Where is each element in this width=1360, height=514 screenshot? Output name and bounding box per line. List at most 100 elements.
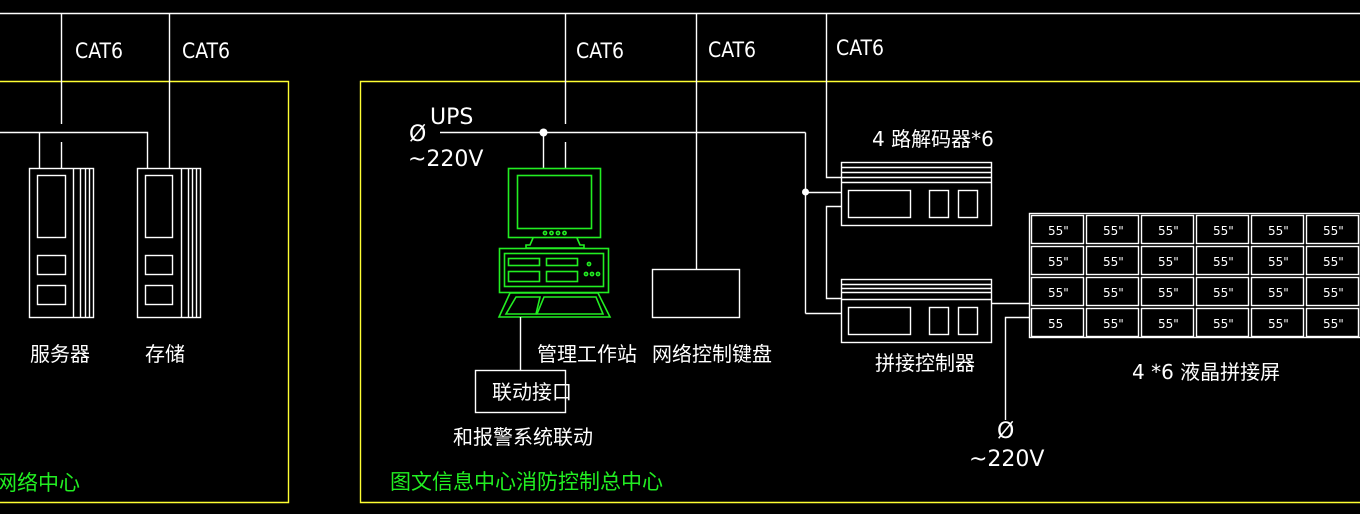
storage-label: 存储 [145, 342, 185, 366]
video-wall-panel-border [1085, 307, 1140, 338]
decoder-label: 4 路解码器*6 [872, 127, 994, 151]
network-keyboard-box[interactable] [651, 268, 741, 319]
video-wall-panel-size: 55" [1158, 286, 1179, 300]
video-wall-panel-border [1140, 276, 1195, 307]
video-wall-panel-border [1305, 214, 1360, 245]
workstation-label: 管理工作站 [537, 342, 637, 366]
video-wall-panel[interactable]: 55" [1305, 245, 1360, 276]
video-wall-panel-size: 55" [1048, 255, 1069, 269]
video-wall-panel-border [1030, 307, 1085, 338]
video-wall-panel-size: 55" [1268, 255, 1289, 269]
video-wall-panel-border [1250, 214, 1305, 245]
video-wall-panel-size: 55" [1323, 286, 1344, 300]
server-icon[interactable] [28, 167, 95, 319]
cat6-label-3: CAT6 [576, 39, 624, 63]
video-wall-panel-size: 55" [1213, 255, 1234, 269]
video-wall-panel-size: 55" [1048, 224, 1069, 238]
power-in-voltage: ~220V [408, 147, 483, 172]
video-wall-panel[interactable]: 55" [1140, 214, 1195, 245]
video-wall-panel[interactable]: 55" [1305, 276, 1360, 307]
linkage-interface-box[interactable] [474, 369, 567, 414]
video-wall-panel[interactable]: 55" [1085, 245, 1140, 276]
video-wall-panel-border [1030, 245, 1085, 276]
linkage-interface-label: 联动接口 [492, 380, 572, 404]
video-wall-panel[interactable]: 55" [1140, 307, 1195, 338]
network-center-area-border [0, 80, 290, 504]
video-wall-panel[interactable]: 55" [1140, 245, 1195, 276]
server-power-bus [0, 131, 149, 168]
video-wall-panel[interactable]: 55" [1195, 276, 1250, 307]
cat6-label-2: CAT6 [182, 39, 230, 63]
video-wall-panel-size: 55" [1323, 224, 1344, 238]
video-wall-panel-border [1085, 245, 1140, 276]
video-wall-panel[interactable]: 55" [1305, 307, 1360, 338]
cat6-label-5: CAT6 [836, 36, 884, 60]
video-wall-panel-size: 55" [1213, 286, 1234, 300]
video-wall-panel[interactable]: 55" [1085, 276, 1140, 307]
decoder-link-wire [825, 176, 841, 179]
video-wall-panel-size: 55" [1213, 317, 1234, 331]
video-wall-panel-size: 55 [1048, 317, 1063, 331]
video-wall-panel-border [1085, 214, 1140, 245]
video-wall-panel[interactable]: 55" [1030, 214, 1085, 245]
video-wall-panel-border [1030, 276, 1085, 307]
video-wall-panel-size: 55" [1323, 317, 1344, 331]
video-wall-panel[interactable]: 55" [1085, 214, 1140, 245]
video-wall-panel-border [1305, 307, 1360, 338]
video-wall-panel[interactable]: 55" [1030, 276, 1085, 307]
video-wall-panel-border [1030, 214, 1085, 245]
video-wall-panel-size: 55" [1103, 286, 1124, 300]
video-wall-panel-size: 55" [1213, 224, 1234, 238]
video-wall-label: 4 *6 液晶拼接屏 [1132, 360, 1280, 384]
video-wall-panel-size: 55" [1158, 317, 1179, 331]
video-wall-panel[interactable]: 55 [1030, 307, 1085, 338]
video-wall-panel-border [1195, 245, 1250, 276]
video-wall-panel-border [1250, 276, 1305, 307]
video-wall-panel[interactable]: 55" [1030, 245, 1085, 276]
decoder-icon[interactable] [840, 161, 993, 227]
video-wall-panel-border [1195, 214, 1250, 245]
video-wall-panel[interactable]: 55" [1140, 276, 1195, 307]
wall-power-wire [1004, 316, 1030, 420]
video-wall-panel[interactable]: 55" [1085, 307, 1140, 338]
video-wall-panel[interactable]: 55" [1195, 214, 1250, 245]
video-wall-panel-border [1250, 307, 1305, 338]
video-wall-panel-border [1140, 245, 1195, 276]
video-wall-panel-border [1140, 307, 1195, 338]
video-wall-panel-size: 55" [1048, 286, 1069, 300]
video-wall-panel[interactable]: 55" [1250, 245, 1305, 276]
video-wall-panel-size: 55" [1268, 224, 1289, 238]
video-wall-frame [1028, 212, 1360, 339]
cat6-label-4: CAT6 [708, 38, 756, 62]
workstation-icon[interactable] [497, 167, 612, 318]
video-wall-panel[interactable]: 55" [1195, 245, 1250, 276]
video-wall-panel-border [1250, 245, 1305, 276]
video-wall-panel-size: 55" [1268, 317, 1289, 331]
video-wall-panel-border [1195, 307, 1250, 338]
splicing-controller-label: 拼接控制器 [875, 351, 975, 375]
video-wall-panel-border [1140, 214, 1195, 245]
video-wall-panel[interactable]: 55" [1305, 214, 1360, 245]
video-wall-panel-size: 55" [1158, 224, 1179, 238]
power-out-voltage: ~220V [969, 447, 1044, 472]
video-wall-panel-size: 55" [1158, 255, 1179, 269]
video-wall-panel-border [1305, 276, 1360, 307]
power-out-symbol-icon: Ø [997, 419, 1014, 444]
video-wall-panel-size: 55" [1103, 255, 1124, 269]
video-wall-panel-border [1195, 276, 1250, 307]
video-wall-panel[interactable]: 55" [1195, 307, 1250, 338]
video-wall-panel[interactable]: 55" [1250, 307, 1305, 338]
video-wall-panel-size: 55" [1268, 286, 1289, 300]
splicing-controller-icon[interactable] [840, 278, 993, 344]
video-wall-panel-size: 55" [1323, 255, 1344, 269]
storage-icon[interactable] [136, 167, 202, 319]
control-center-area-border [359, 80, 1360, 504]
alarm-linkage-caption: 和报警系统联动 [453, 425, 593, 449]
video-wall-panel[interactable]: 55" [1250, 276, 1305, 307]
video-wall-panel-size: 55" [1103, 224, 1124, 238]
control-center-area-label: 图文信息中心消防控制总中心 [390, 470, 663, 494]
cat6-label-1: CAT6 [75, 39, 123, 63]
video-wall-panel-border [1085, 276, 1140, 307]
video-wall-panel[interactable]: 55" [1250, 214, 1305, 245]
